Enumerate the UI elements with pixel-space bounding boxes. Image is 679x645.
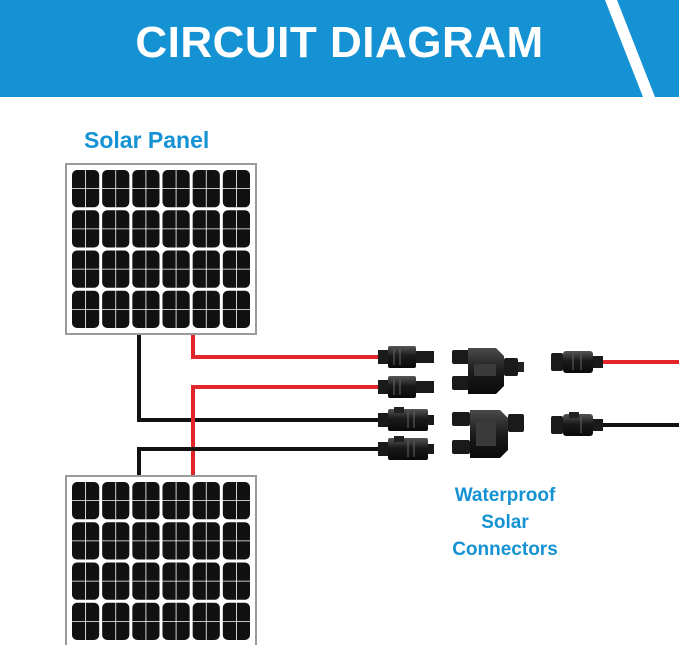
banner-left-block (0, 0, 643, 97)
red-wire-top-panel (191, 333, 380, 359)
mc4-connector-3 (378, 407, 434, 431)
wires (137, 333, 679, 478)
connector-label-line-1: Waterproof (454, 485, 556, 506)
mc4-connector-1 (378, 346, 434, 368)
solar-panel-label: Solar Panel (84, 127, 210, 153)
connector-label-line-2: Solar (481, 512, 529, 533)
output-connector-negative (551, 412, 603, 436)
y-branch-connector-positive (452, 348, 524, 394)
bottom-solar-panel (65, 475, 257, 645)
output-connector-positive (551, 351, 603, 373)
mc4-connector-2 (378, 376, 434, 398)
black-wire-top-panel (137, 333, 380, 422)
black-wire-bottom-panel (137, 447, 380, 478)
header-banner: CIRCUIT DIAGRAM (0, 0, 679, 97)
red-wire-bottom-panel (191, 385, 380, 478)
y-branch-connector-negative (452, 410, 524, 458)
page-title: CIRCUIT DIAGRAM (135, 18, 544, 67)
connector-label-line-3: Connectors (452, 539, 558, 560)
top-solar-panel (65, 163, 257, 335)
mc4-connector-4 (378, 436, 434, 460)
banner-right-block (617, 0, 679, 97)
waterproof-connectors-label: Waterproof Solar Connectors (430, 482, 580, 563)
header-banner-shape (0, 0, 679, 97)
